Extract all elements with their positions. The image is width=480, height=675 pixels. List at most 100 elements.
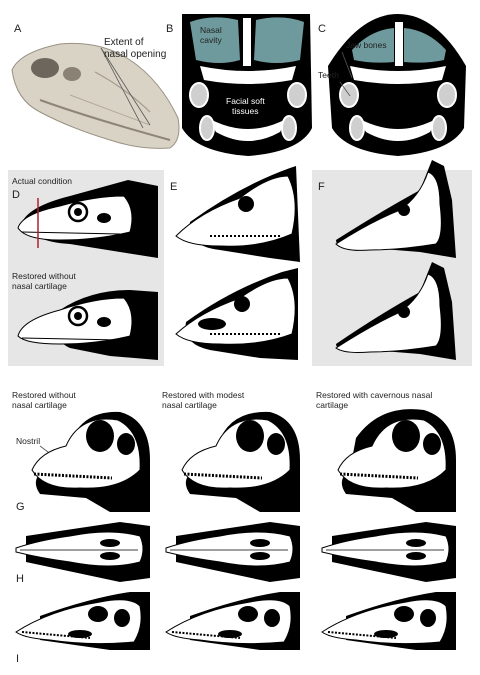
eye-orbit [398, 204, 410, 216]
annotation-label: Extent of [104, 37, 144, 48]
jaw-bones-label: Jaw bones [346, 40, 387, 50]
skull-opening [88, 606, 108, 622]
tooth-row [21, 631, 91, 639]
panel-c: C Jaw bones Teeth [318, 14, 466, 156]
column-2-caption: Restored with modest [162, 390, 245, 400]
skull-opening [374, 630, 398, 638]
skull-opening [97, 317, 111, 327]
skull-opening [86, 420, 114, 452]
skull-opening [100, 552, 120, 560]
skull-opening [68, 630, 92, 638]
column-2-caption: nasal cartilage [162, 400, 217, 410]
nasal-cavity-left [190, 17, 240, 63]
alligator-skull-photo [11, 42, 180, 149]
eye-orbit [264, 609, 280, 627]
lower-jaw-left [349, 115, 365, 141]
tooth-row [327, 631, 397, 639]
skull-opening [97, 213, 111, 223]
eye-orbit [238, 196, 254, 212]
skull-opening [406, 539, 426, 547]
skull-bone [321, 599, 448, 645]
eye-orbit [423, 433, 441, 455]
panel-b-letter: B [166, 23, 173, 35]
panel-h: H [15, 522, 456, 585]
annotation-line [341, 51, 353, 79]
nasal-cavity-right [404, 28, 446, 63]
soft-tissue-label: Facial soft [226, 96, 265, 106]
tooth-row [183, 472, 263, 480]
panel-i-letter: I [16, 653, 19, 665]
panel-d-bottom-caption: Restored without [12, 271, 76, 281]
nasal-septum [243, 18, 251, 66]
eye-orbit [420, 609, 436, 627]
panel-d-letter: D [12, 189, 20, 201]
skull-opening [218, 630, 242, 638]
palate-bone [350, 66, 446, 84]
eye-orbit-inner [74, 208, 82, 216]
palate-bone [200, 66, 296, 84]
panel-d-top-caption: Actual condition [12, 176, 72, 186]
panel-e: E [170, 166, 300, 360]
nasal-cavity-label: Nasal [200, 25, 222, 35]
skull-opening [394, 606, 414, 622]
panel-i: I [15, 592, 456, 665]
jaw-bone-left [189, 82, 209, 108]
skull-opening [100, 539, 120, 547]
column-1-caption: Restored without [12, 390, 76, 400]
lower-jaw-left [199, 115, 215, 141]
nasal-septum [395, 22, 403, 66]
panel-b: B Nasal cavity Facial soft tissues [166, 14, 312, 156]
skull-bone [165, 599, 292, 645]
skull-opening [236, 420, 264, 452]
annotation-label: nasal opening [104, 49, 166, 60]
lower-jaw-right [431, 115, 447, 141]
eye-orbit-inner [74, 312, 82, 320]
annotation-line [339, 81, 351, 97]
lower-jaw-bone [208, 118, 288, 141]
annotation-line [100, 47, 151, 126]
skull-opening [198, 318, 226, 330]
skull-bone [175, 175, 296, 247]
column-3-caption: cartilage [316, 400, 348, 410]
column-1-caption: nasal cartilage [12, 400, 67, 410]
skull-opening [250, 552, 270, 560]
panel-a: A Extent of nasal opening [11, 23, 180, 149]
skull-bone [15, 599, 142, 645]
panel-h-letter: H [16, 573, 24, 585]
nasal-cavity-left [352, 28, 394, 63]
annotation-line [100, 47, 144, 129]
panel-g-letter: G [16, 501, 25, 513]
eye-orbit [234, 296, 250, 312]
nostril-label: Nostril [16, 436, 40, 446]
skull-opening [406, 552, 426, 560]
nasal-cavity-label: cavity [200, 35, 222, 45]
skull-opening [250, 539, 270, 547]
eye-orbit [398, 306, 410, 318]
soft-tissue-label: tissues [232, 106, 258, 116]
eye-orbit [117, 433, 135, 455]
skull-opening [392, 420, 420, 452]
jaw-bone-right [437, 82, 457, 108]
teeth-label: Teeth [318, 70, 339, 80]
panel-f-letter: F [318, 181, 325, 193]
tooth-row [33, 472, 113, 480]
eye-orbit [267, 433, 285, 455]
panel-g-captions: Restored without nasal cartilage Restore… [12, 390, 432, 410]
eye-orbit [114, 609, 130, 627]
panel-e-letter: E [170, 181, 177, 193]
panel-c-letter: C [318, 23, 326, 35]
column-3-caption: Restored with cavernous nasal [316, 390, 432, 400]
panel-g: Nostril G [16, 409, 456, 513]
lower-jaw-right [281, 115, 297, 141]
tooth-row [339, 472, 419, 480]
tooth-row [21, 337, 121, 341]
tooth-row [171, 631, 241, 639]
panel-d: Actual condition D Restored without nasa… [8, 170, 164, 366]
panel-a-letter: A [14, 23, 22, 35]
jaw-bone-right [287, 82, 307, 108]
panel-d-bottom-caption: nasal cartilage [12, 281, 67, 291]
panel-f: F [312, 160, 472, 366]
lower-jaw-bone [358, 118, 438, 141]
skull-opening [238, 606, 258, 622]
